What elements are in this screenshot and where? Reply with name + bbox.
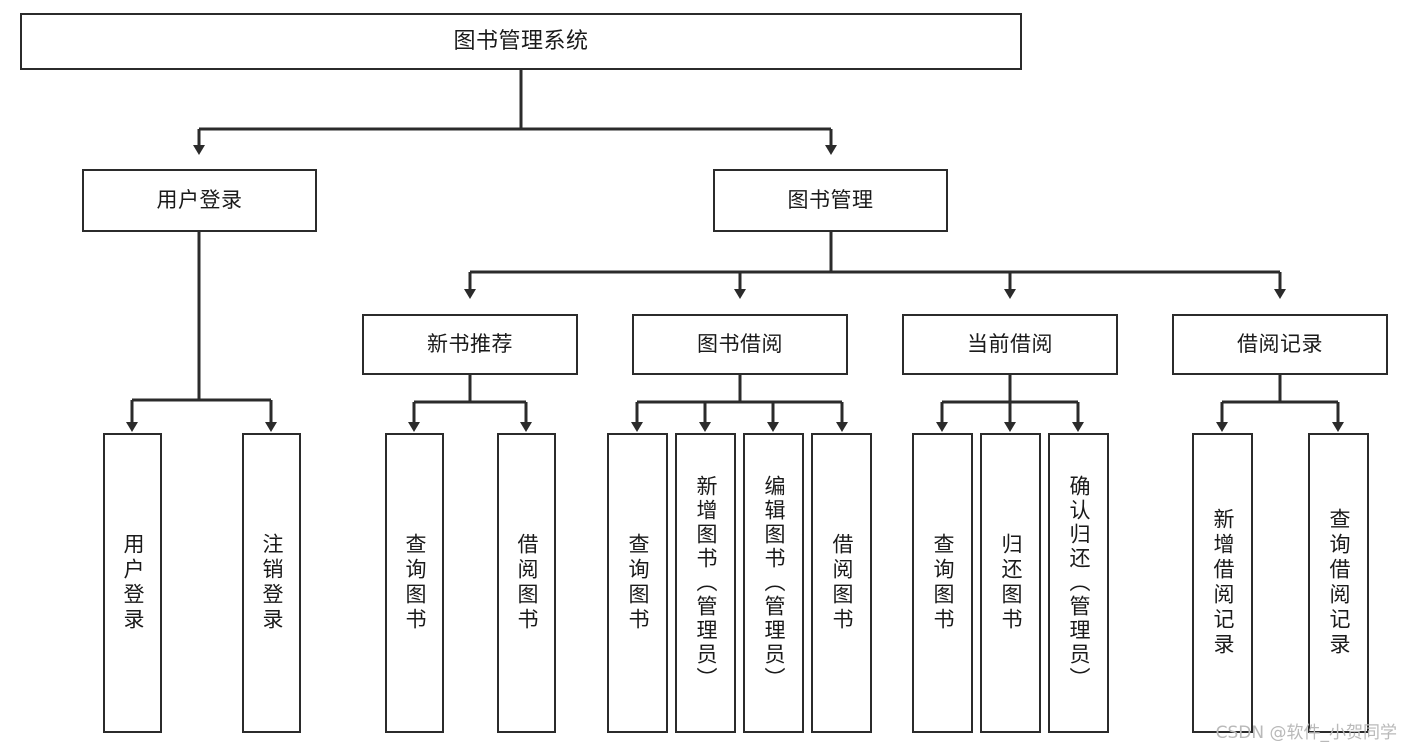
node-book-management[interactable]: 图书管理 — [713, 169, 948, 232]
leaf-logout-label: 注销登录 — [259, 533, 284, 633]
node-book-borrow-label: 图书借阅 — [697, 332, 783, 356]
node-user-login[interactable]: 用户登录 — [82, 169, 317, 232]
node-borrow-record-label: 借阅记录 — [1237, 332, 1323, 356]
leaf-logout[interactable]: 注销登录 — [242, 433, 301, 733]
leaf-add-book-admin[interactable]: 新增图书（管理员） — [675, 433, 736, 733]
node-current-borrow[interactable]: 当前借阅 — [902, 314, 1118, 375]
node-root-label: 图书管理系统 — [453, 28, 589, 54]
node-root[interactable]: 图书管理系统 — [20, 13, 1022, 70]
node-book-management-label: 图书管理 — [787, 188, 874, 212]
leaf-current-query-book[interactable]: 查询图书 — [912, 433, 973, 733]
leaf-new-book-query[interactable]: 查询图书 — [385, 433, 444, 733]
watermark: CSDN @软件_小贺同学 — [1215, 723, 1397, 743]
node-borrow-record[interactable]: 借阅记录 — [1172, 314, 1388, 375]
leaf-confirm-return-admin-label: 确认归还（管理员） — [1066, 475, 1091, 691]
leaf-current-query-book-label: 查询图书 — [930, 533, 955, 633]
leaf-return-book[interactable]: 归还图书 — [980, 433, 1041, 733]
leaf-query-borrow-record[interactable]: 查询借阅记录 — [1308, 433, 1369, 733]
leaf-new-book-borrow[interactable]: 借阅图书 — [497, 433, 556, 733]
leaf-borrow-book-label: 借阅图书 — [829, 533, 854, 633]
node-user-login-label: 用户登录 — [156, 188, 243, 212]
leaf-edit-book-admin[interactable]: 编辑图书（管理员） — [743, 433, 804, 733]
node-new-book-recommend[interactable]: 新书推荐 — [362, 314, 578, 375]
leaf-add-borrow-record-label: 新增借阅记录 — [1210, 508, 1235, 658]
leaf-add-book-admin-label: 新增图书（管理员） — [693, 475, 718, 691]
leaf-borrow-book[interactable]: 借阅图书 — [811, 433, 872, 733]
leaf-new-book-query-label: 查询图书 — [402, 533, 427, 633]
leaf-borrow-query-book[interactable]: 查询图书 — [607, 433, 668, 733]
node-current-borrow-label: 当前借阅 — [967, 332, 1053, 356]
leaf-new-book-borrow-label: 借阅图书 — [514, 533, 539, 633]
leaf-query-borrow-record-label: 查询借阅记录 — [1326, 508, 1351, 658]
node-new-book-recommend-label: 新书推荐 — [427, 332, 513, 356]
node-book-borrow[interactable]: 图书借阅 — [632, 314, 848, 375]
leaf-add-borrow-record[interactable]: 新增借阅记录 — [1192, 433, 1253, 733]
leaf-edit-book-admin-label: 编辑图书（管理员） — [761, 475, 786, 691]
leaf-confirm-return-admin[interactable]: 确认归还（管理员） — [1048, 433, 1109, 733]
leaf-return-book-label: 归还图书 — [998, 533, 1023, 633]
leaf-user-login-label: 用户登录 — [120, 533, 145, 633]
leaf-borrow-query-book-label: 查询图书 — [625, 533, 650, 633]
leaf-user-login[interactable]: 用户登录 — [103, 433, 162, 733]
